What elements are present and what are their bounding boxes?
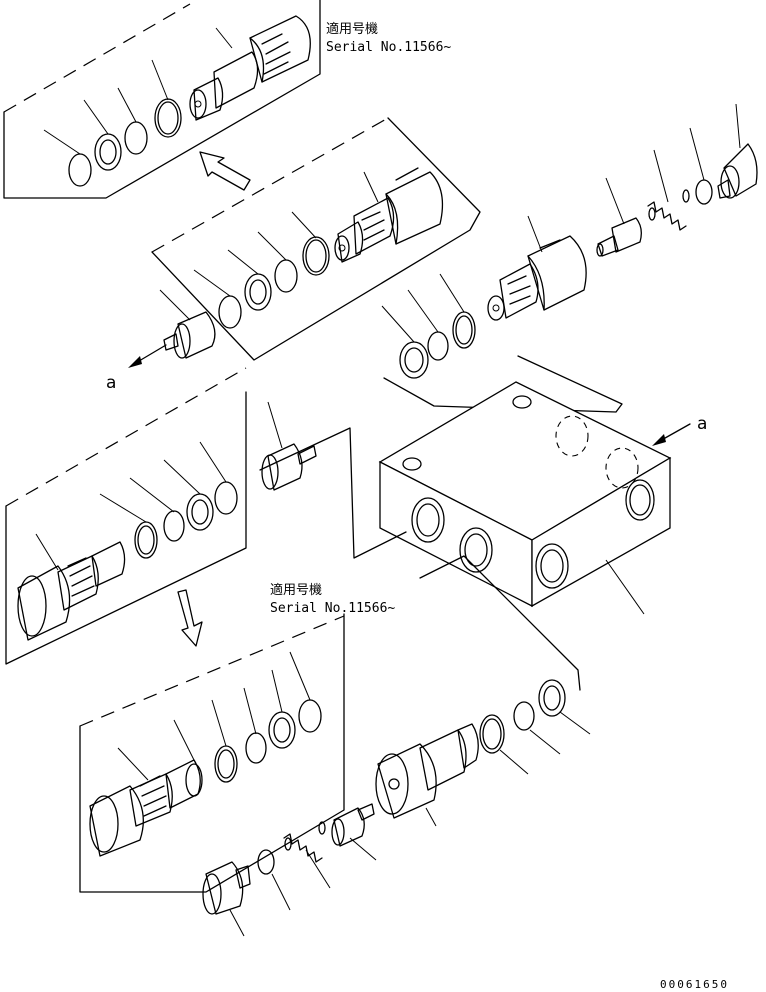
note-top: 適用号機 Serial No.11566~: [326, 21, 451, 55]
washer-lower-right: [538, 679, 566, 717]
inset-bottom-parts: [89, 651, 322, 857]
serial-number-label: Serial No.11566~: [326, 40, 451, 55]
inset-top-parts: [43, 15, 311, 187]
note-bottom: 適用号機 Serial No.11566~: [270, 582, 395, 616]
cap-lower: [202, 861, 251, 915]
assembly-outline-middle: [151, 117, 481, 361]
backup-ring-bottom: [245, 732, 267, 764]
cap-right: [717, 143, 758, 199]
backup-ring-middle: [274, 259, 298, 293]
washer-right-small: [695, 179, 713, 205]
washer-lower-small: [257, 849, 275, 875]
backup-ring-lower-right: [513, 701, 535, 731]
backup-ring-right: [427, 331, 449, 361]
disc-left: [214, 481, 238, 515]
view-arrow-left: a: [106, 344, 167, 393]
inset-left-parts: [17, 441, 238, 641]
plug-bottom: [89, 759, 203, 857]
o-ring-lower-right: [479, 714, 505, 754]
connector-lower: [419, 555, 581, 691]
poppet-lower: [331, 803, 375, 847]
view-marker-left: a: [106, 373, 116, 393]
relief-plug-middle: [334, 167, 444, 263]
relief-plug-top: [189, 15, 311, 121]
arrow-down-lower: [177, 589, 203, 647]
view-marker-right: a: [697, 414, 707, 434]
piston-middle: [163, 311, 216, 359]
poppet-right: [596, 217, 642, 257]
disc-bottom: [298, 699, 322, 733]
valve-seat-lower: [375, 723, 479, 819]
inset-box-bottom: [79, 613, 345, 893]
piston-center: [261, 443, 317, 491]
plug-left: [17, 541, 126, 641]
leader-body: [605, 559, 645, 615]
disc-middle: [218, 295, 242, 329]
view-arrow-right: a: [652, 414, 707, 446]
o-ring-middle: [302, 236, 330, 276]
drawing-number: 00061650: [660, 978, 729, 991]
backup-ring-left: [163, 510, 185, 542]
assembly-middle-parts: [159, 167, 444, 359]
applicable-serial-jp-bottom: 適用号機: [270, 582, 322, 598]
serial-number-label-bottom: Serial No.11566~: [270, 601, 395, 616]
assembly-outline-right: [383, 355, 623, 413]
valve-seat-right: [487, 235, 587, 321]
inset-box-top: [3, 0, 321, 199]
arrow-up-upper: [199, 151, 251, 191]
valve-body: [378, 381, 672, 608]
backup-ring-top: [124, 121, 148, 155]
o-ring-top-1: [154, 98, 182, 138]
spring-right: [647, 189, 690, 231]
inset-box-left: [5, 367, 247, 665]
applicable-serial-jp: 適用号機: [326, 21, 378, 37]
disc-top: [68, 153, 92, 187]
assembly-bottom-right: [202, 679, 591, 937]
connector-left: [259, 427, 407, 559]
assembly-right-parts: [381, 103, 758, 379]
spring-lower: [283, 821, 326, 863]
